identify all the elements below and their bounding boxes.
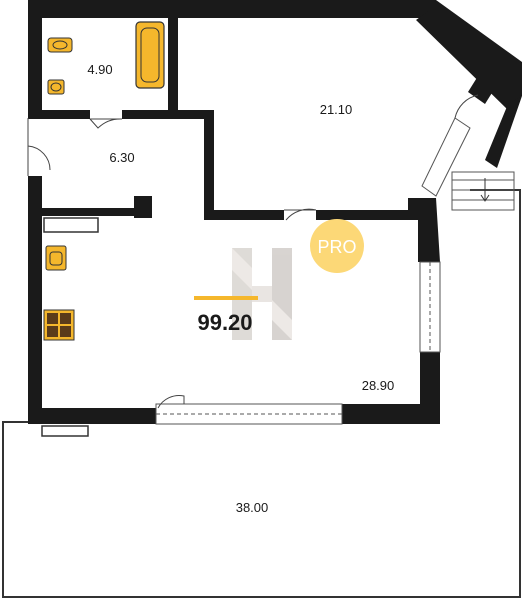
terrace-step [41, 425, 89, 437]
terrace-area: 38.00 [236, 500, 269, 515]
bathroom-area: 4.90 [87, 62, 112, 77]
stove-icon [43, 309, 75, 341]
pro-badge [310, 219, 364, 273]
pro-badge-label: PRO [317, 237, 356, 257]
walls [28, 0, 522, 424]
window-icon [155, 117, 471, 425]
bedroom-area: 21.10 [320, 102, 353, 117]
stairs-arrow-icon [480, 178, 490, 202]
door-icon [27, 94, 479, 409]
logo-watermark [232, 248, 292, 340]
toilet-icon [47, 37, 73, 53]
kitchen-sink-icon [45, 245, 67, 271]
terrace-outline [2, 189, 521, 598]
hall-area: 6.30 [109, 150, 134, 165]
accent-line [194, 296, 258, 300]
living-kitchen-area: 28.90 [362, 378, 395, 393]
stairs [451, 171, 515, 211]
closet [43, 217, 99, 233]
total-area: 99.20 [197, 310, 252, 335]
sink-icon [47, 79, 65, 95]
bathtub-icon [135, 21, 165, 89]
